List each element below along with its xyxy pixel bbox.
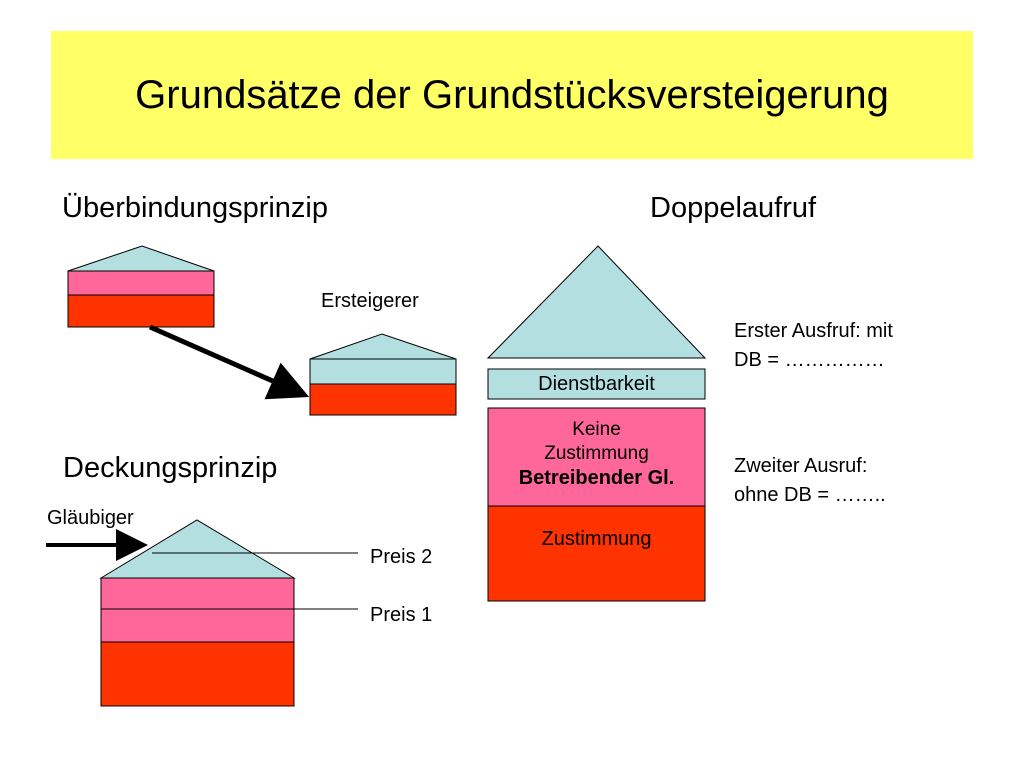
price2-label: Preis 2: [370, 546, 433, 568]
coverage-house-pink-upper: [100, 577, 295, 610]
coverage-house: [99, 519, 296, 707]
servitude-label: Dienstbarkeit: [538, 373, 655, 395]
coverage-house-red-layer: [100, 641, 295, 707]
price1-label: Preis 1: [370, 604, 433, 626]
overbinding-heading: Überbindungsprinzip: [62, 192, 328, 224]
first-call-text: Erster Ausfruf: mit DB = ……………: [734, 317, 893, 375]
buyer-house-blue-layer: [309, 358, 457, 385]
servitude-box: [487, 368, 706, 400]
double-call-house: [486, 245, 707, 602]
no-consent-line1: Keine: [572, 419, 621, 440]
creditor-label: Gläubiger: [47, 507, 134, 529]
no-consent-line3: Betreibender Gl.: [518, 467, 675, 489]
consent-label: Zustimmung: [541, 528, 652, 550]
transfer-arrow: [148, 324, 310, 400]
no-consent-text: Keine Zustimmung Betreibender Gl.: [488, 418, 705, 490]
coverage-heading: Deckungsprinzip: [63, 452, 278, 484]
second-call-line2: ohne DB = ……..: [734, 484, 886, 506]
buyer-house: [309, 333, 457, 416]
coverage-house-pink-lower: [100, 608, 295, 643]
second-call-text: Zweiter Ausruf: ohne DB = ……..: [734, 452, 886, 510]
double-call-heading: Doppelaufruf: [650, 192, 817, 224]
no-consent-line2: Zustimmung: [544, 443, 649, 464]
buyer-house-roof: [309, 333, 457, 360]
no-consent-box: [487, 407, 706, 507]
consent-box: [487, 505, 706, 602]
original-house: [67, 245, 215, 328]
second-call-line1: Zweiter Ausruf:: [734, 455, 868, 477]
first-call-line1: Erster Ausfruf: mit: [734, 320, 893, 342]
buyer-label: Ersteigerer: [321, 290, 419, 312]
original-house-pink-layer: [67, 270, 215, 296]
double-call-roof: [486, 245, 707, 359]
first-call-line2: DB = ……………: [734, 349, 885, 371]
title-bar: Grundsätze der Grundstücksversteigerung: [51, 31, 973, 159]
slide-title: Grundsätze der Grundstücksversteigerung: [135, 72, 889, 117]
original-house-red-layer: [67, 294, 215, 328]
buyer-house-red-layer: [309, 383, 457, 416]
original-house-roof: [67, 245, 215, 272]
